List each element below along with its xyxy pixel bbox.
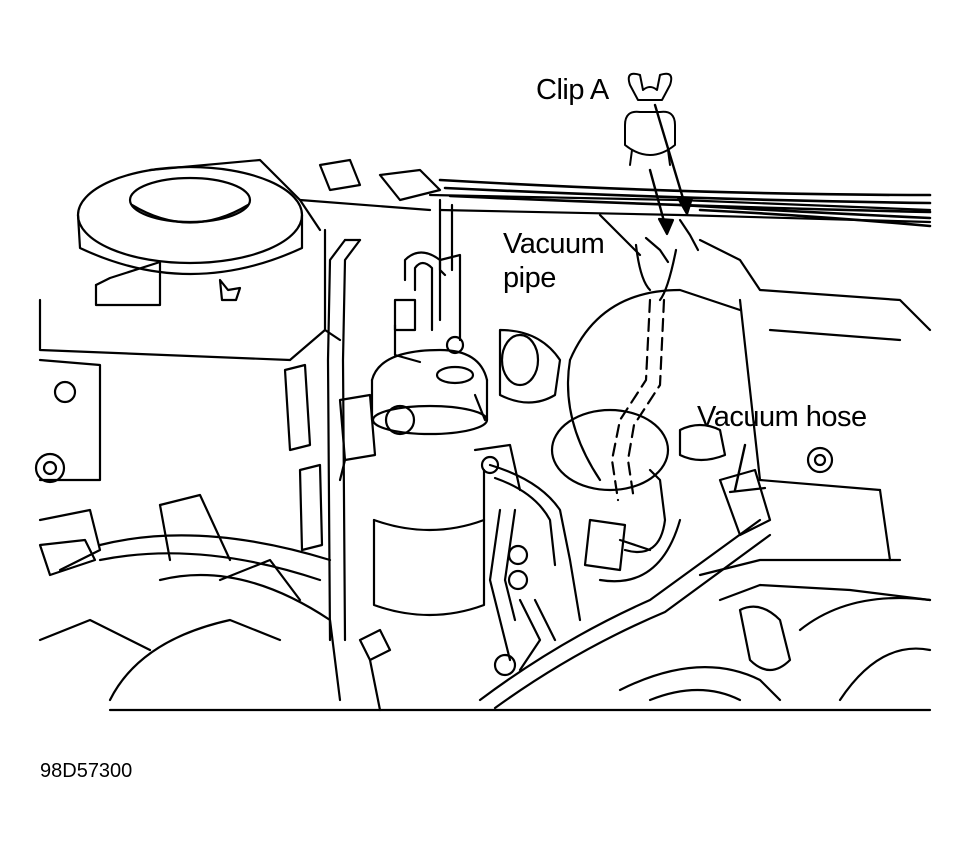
vacuum-hose-large — [478, 468, 772, 710]
vacuum-pipe-label-line1: Vacuum — [503, 228, 605, 260]
leader-lines — [648, 103, 747, 492]
right-engine-parts — [618, 446, 932, 702]
brake-booster — [550, 288, 742, 492]
wiring-bundle — [438, 178, 932, 228]
reservoir-cap — [38, 165, 327, 362]
solenoid-valve — [338, 251, 562, 617]
bottom-edge — [108, 628, 932, 712]
hose-fitting — [583, 468, 682, 583]
hidden-vacuum-hose — [610, 298, 666, 502]
figure-id: 98D57300 — [40, 760, 133, 782]
vacuum-pipe-label-line2: pipe — [503, 262, 556, 294]
vacuum-hose-label: Vacuum hose — [697, 401, 867, 433]
solenoid-bracket — [283, 238, 362, 642]
brake-lines — [473, 443, 582, 677]
clip-a-icon — [624, 72, 676, 166]
left-mount — [34, 358, 232, 577]
lower-left-hoses — [38, 534, 342, 702]
clip-a-label: Clip A — [536, 74, 609, 106]
